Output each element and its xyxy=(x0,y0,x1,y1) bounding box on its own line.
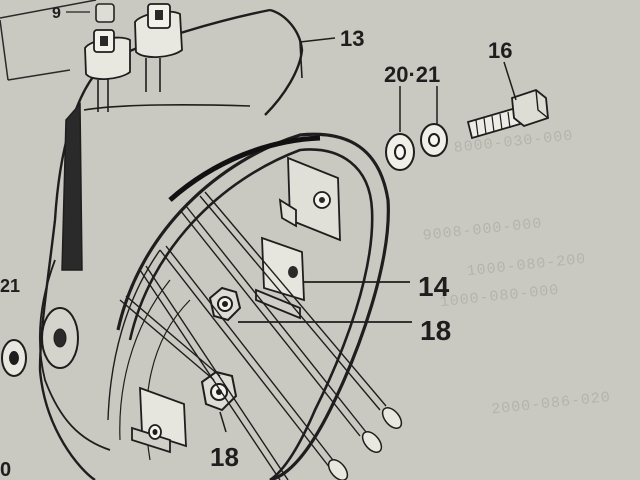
left-edge-washer xyxy=(1,339,27,377)
callout-18-upper: 18 xyxy=(420,315,451,346)
bg-code: 2000-086-020 xyxy=(491,389,612,418)
wire-terminals xyxy=(327,407,403,480)
callout-21-left: 21 xyxy=(0,276,20,296)
callout-18-lower: 18 xyxy=(210,442,239,472)
leader-18-lower xyxy=(219,411,227,433)
callout-16: 16 xyxy=(488,38,512,63)
bg-code: 1000-080-000 xyxy=(439,282,560,311)
bg-code: 1000-080-200 xyxy=(466,251,587,280)
callout-0-left: 0 xyxy=(0,459,11,480)
lower-bracket xyxy=(131,386,187,454)
callout-20-21: 20·21 xyxy=(384,62,440,87)
leader-13 xyxy=(299,37,336,43)
headlight-case-housing xyxy=(38,8,390,480)
leader-16 xyxy=(503,61,517,101)
inset-box xyxy=(0,0,97,81)
nut-part-18-lower xyxy=(200,370,238,412)
callout-9: 9 xyxy=(52,5,61,22)
callout-13: 13 xyxy=(340,26,364,51)
connector-part-9 xyxy=(66,3,115,23)
terminal-sockets xyxy=(84,3,183,112)
bolt-part-16 xyxy=(466,88,549,140)
washer-part-20 xyxy=(385,133,415,171)
upper-bracket xyxy=(278,156,341,242)
callout-14: 14 xyxy=(418,271,450,302)
wire-leads xyxy=(119,191,387,480)
washer-part-21 xyxy=(420,123,448,157)
plate-part-14 xyxy=(255,236,305,320)
nut-part-18-upper xyxy=(208,286,242,322)
bg-code: 9008-000-000 xyxy=(422,215,543,244)
